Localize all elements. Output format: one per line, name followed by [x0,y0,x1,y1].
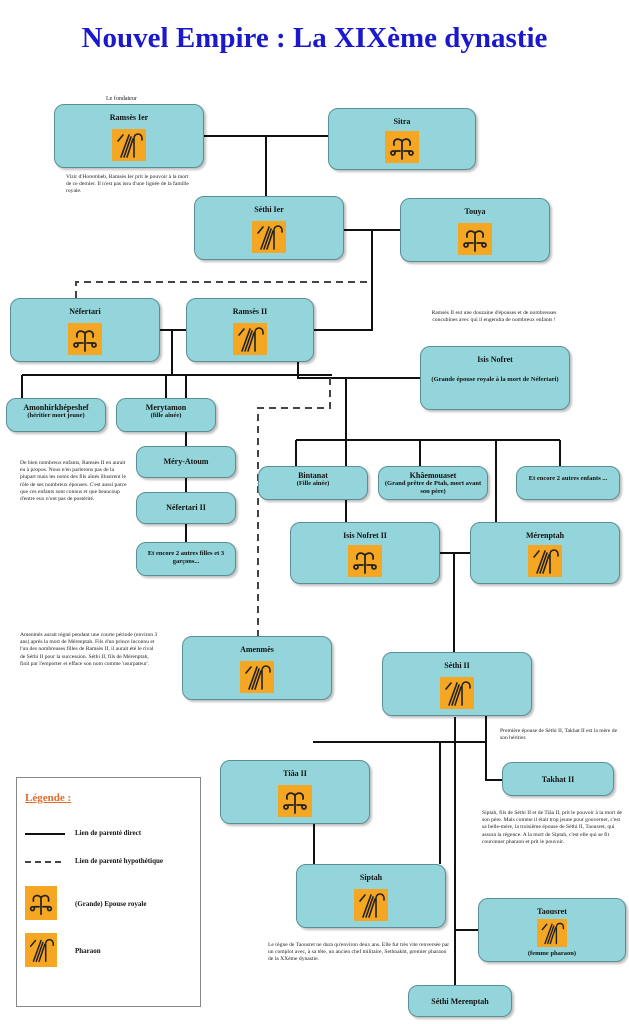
node-sethi-1[interactable]: Séthi Ier [194,196,344,260]
node-bintanat[interactable]: Bintanat (Fille aînée) [258,466,368,500]
node-subtitle: (Grand prêtre de Ptah, mort avant son pè… [384,480,482,495]
node-name: Ramsès Ier [109,113,149,122]
node-subtitle: (héritier mort jeune) [27,412,85,419]
node-name: Takhat II [541,775,575,784]
note-ramses-2-wives: Ramsès II eut une douzaine d'épouses et … [431,310,557,324]
queen-glyph-icon [25,886,57,920]
node-isetnofret[interactable]: Isis Nofret (Grande épouse royale à la m… [420,346,570,410]
node-sitra[interactable]: Sitra [328,108,476,170]
node-merytamon[interactable]: Merytamon (fille aînée) [116,398,216,432]
node-isetnofret-2[interactable]: Isis Nofret II [290,522,440,584]
node-name: Méry-Atoum [163,457,209,466]
node-subtitle: (fille aînée) [150,412,182,419]
node-name: Mérenptah [525,531,565,540]
note-ramses-1: Vizir d'Horemheb, Ramsès Ier prit le pou… [66,174,189,195]
node-name: Merytamon [145,403,187,412]
node-ramses-2[interactable]: Ramsès II [186,298,314,362]
node-touya[interactable]: Touya [400,198,550,262]
node-name: Séthi Ier [254,205,284,214]
page-title: Nouvel Empire : La XIXème dynastie [81,22,548,54]
node-subtitle: (Fille aînée) [296,480,330,487]
queen-glyph-icon [68,323,102,355]
node-name: Bintanat [298,471,328,480]
founder-label: Le fondateur [106,96,137,102]
node-name: Ramsès II [232,307,268,316]
node-name: Amenmès [240,645,274,654]
queen-glyph-icon [348,545,382,577]
node-nefertari-2[interactable]: Néfertari II [136,492,236,524]
node-sethi-merenptah[interactable]: Séthi Merenptah [408,985,512,1017]
node-name: Isis Nofret II [343,531,387,540]
node-name: Siptah [359,873,383,882]
node-name: Taousret [537,907,567,916]
note-taousret: Le règne de Taousret ne dura qu'environ … [268,942,450,963]
solid-line-icon [25,833,65,835]
note-siptah: Siptah, fils de Séthi II et de Tiâa II, … [482,810,622,845]
pharaoh-crook-flail-icon [112,129,146,161]
node-amenhirkhepeshef[interactable]: Amonhirkhépeshef (héritier mort jeune) [6,398,106,432]
legend-pharaoh-label: Pharaon [75,947,101,955]
node-other-children[interactable]: Et encore 2 autres filles et 3 garçons..… [136,542,236,576]
legend-direct-label: Lien de parenté direct [75,829,142,837]
pharaoh-crook-flail-icon [233,323,267,355]
pharaoh-crook-flail-icon [252,221,286,253]
node-name: Et encore 2 autres enfants ... [528,475,608,482]
node-name: Séthi II [444,661,470,670]
dashed-line-icon [25,861,65,863]
node-name: Et encore 2 autres filles et 3 garçons..… [147,550,225,565]
node-name: Séthi Merenptah [431,997,489,1006]
node-name: Khâemouaset [409,471,457,480]
queen-glyph-icon [458,223,492,255]
pharaoh-crook-flail-icon [25,933,57,967]
legend: Légende : Lien de parenté direct Lien de… [16,777,201,1007]
node-taousret[interactable]: Taousret (femme pharaon) [478,898,626,962]
note-amenmes: Amenmès aurait régné pendant une courte … [20,632,158,667]
pharaoh-crook-flail-icon [354,889,388,921]
queen-glyph-icon [278,785,312,817]
node-name: Tiâa II [283,769,307,778]
note-children: De bien nombreux enfants, Ramsès II en a… [20,460,127,503]
node-name: Sitra [393,117,411,126]
node-sethi-2[interactable]: Séthi II [382,652,532,716]
node-siptah[interactable]: Siptah [296,864,446,928]
pharaoh-crook-flail-icon [240,661,274,693]
node-other-children-2[interactable]: Et encore 2 autres enfants ... [516,466,620,500]
legend-hypothetical-label: Lien de parenté hypothétique [75,857,163,865]
node-nefertari[interactable]: Néfertari [10,298,160,362]
pharaoh-crook-flail-icon [440,677,474,709]
pharaoh-crook-flail-icon [528,545,562,577]
node-name: Néfertari II [166,503,206,512]
node-name: Isis Nofret [477,355,513,364]
queen-glyph-icon [385,131,419,163]
legend-queen-label: (Grande) Epouse royale [75,900,147,908]
note-takhat: Première épouse de Séthi II, Takhat II e… [500,728,618,742]
node-name: Néfertari [69,307,101,316]
node-takhat[interactable]: Takhat II [502,762,614,796]
node-tiaa[interactable]: Tiâa II [220,760,370,824]
node-khaemouaset[interactable]: Khâemouaset (Grand prêtre de Ptah, mort … [378,466,488,500]
pharaoh-crook-flail-icon [537,919,567,947]
node-ramses-1[interactable]: Ramsès Ier [54,104,204,168]
node-subtitle: (Grande épouse royale à la mort de Néfer… [431,376,559,383]
node-name: Touya [464,207,486,216]
legend-title: Légende : [25,792,72,804]
node-mery-atoum[interactable]: Méry-Atoum [136,446,236,478]
node-name: Amonhirkhépeshef [23,403,89,412]
node-subtitle: (femme pharaon) [527,950,577,957]
node-amenmes[interactable]: Amenmès [182,636,332,700]
node-merenptah[interactable]: Mérenptah [470,522,620,584]
